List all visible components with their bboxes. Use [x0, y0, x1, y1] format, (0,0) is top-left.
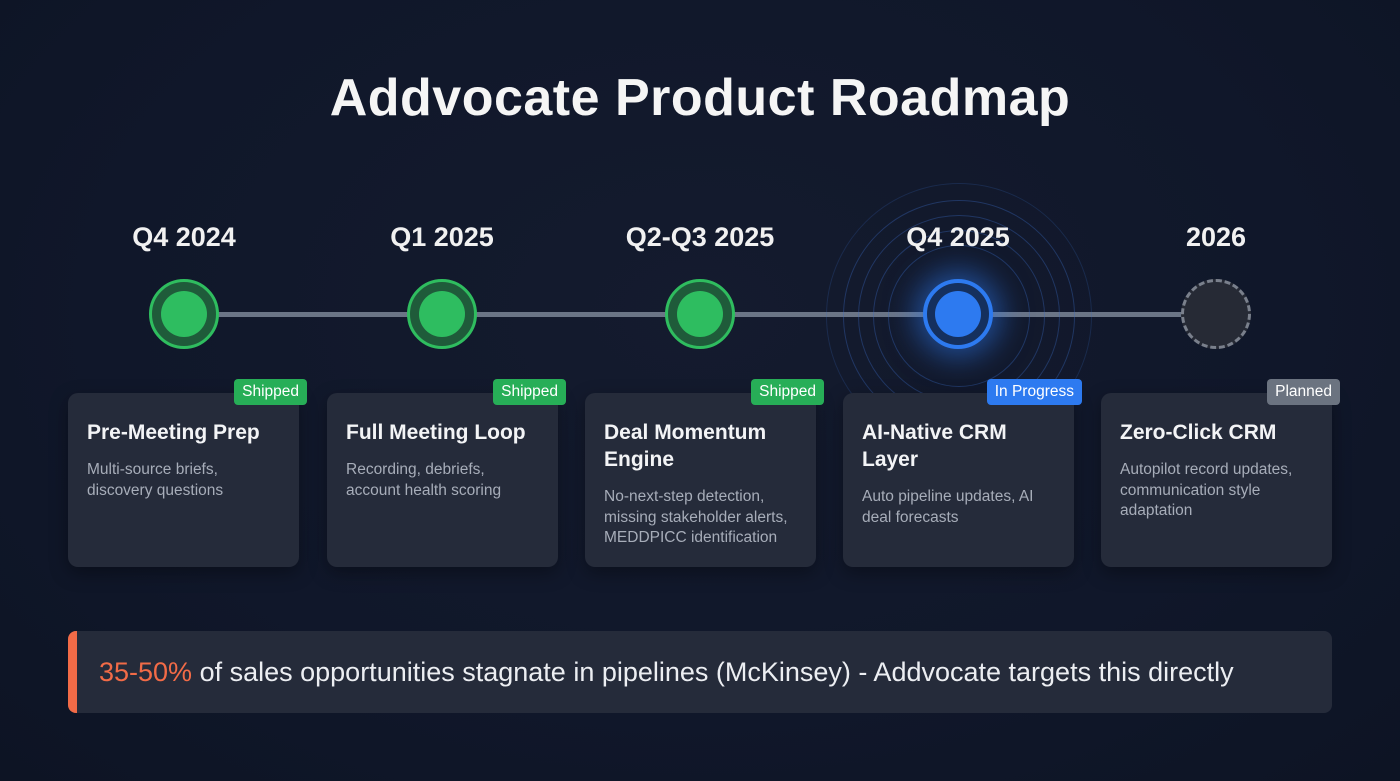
status-badge: Shipped — [493, 379, 566, 405]
milestone-description: Autopilot record updates, communication … — [1120, 461, 1293, 519]
period-label: Q4 2024 — [132, 222, 236, 252]
check-dot-icon — [677, 291, 723, 337]
milestone-card[interactable]: Shipped Deal Momentum Engine No-next-ste… — [585, 379, 824, 567]
check-dot-icon — [419, 291, 465, 337]
milestone-node-shipped[interactable] — [407, 279, 477, 349]
milestone-title: Zero-Click CRM — [1120, 421, 1277, 444]
period-label: Q1 2025 — [390, 222, 494, 252]
milestone-node-in-progress[interactable] — [923, 279, 993, 349]
stat-body: of sales opportunities stagnate in pipel… — [192, 656, 1234, 687]
status-badge: Shipped — [751, 379, 824, 405]
milestone-title: Full Meeting Loop — [346, 421, 526, 444]
check-dot-icon — [161, 291, 207, 337]
milestone-card[interactable]: Planned Zero-Click CRM Autopilot record … — [1101, 379, 1340, 567]
active-dot-icon — [935, 291, 981, 337]
milestone-description: Multi-source briefs, discovery questions — [87, 461, 224, 499]
milestone-description: Auto pipeline updates, AI deal forecasts — [862, 488, 1034, 526]
period-label: Q2-Q3 2025 — [625, 222, 775, 252]
milestone-title: AI-Native CRM Layer — [862, 421, 1007, 471]
stat-highlight: 35-50% — [99, 656, 193, 687]
milestone-card[interactable]: Shipped Pre-Meeting Prep Multi-source br… — [68, 379, 307, 567]
milestone-node-planned[interactable] — [1181, 279, 1251, 349]
status-badge: Planned — [1267, 379, 1340, 405]
page-title: Addvocate Product Roadmap — [329, 69, 1071, 127]
milestone-card[interactable]: In Progress AI-Native CRM Layer Auto pip… — [843, 379, 1082, 567]
status-badge: In Progress — [986, 379, 1082, 405]
stat-text: 35-50% of sales opportunities stagnate i… — [99, 657, 1234, 688]
milestone-title: Deal Momentum Engine — [604, 421, 767, 471]
milestone-card[interactable]: Shipped Full Meeting Loop Recording, deb… — [327, 379, 566, 567]
period-label: 2026 — [1185, 222, 1247, 252]
status-badge: Shipped — [234, 379, 307, 405]
stat-callout: 35-50% of sales opportunities stagnate i… — [68, 631, 1332, 713]
milestone-title: Pre-Meeting Prep — [87, 421, 260, 444]
milestone-description: Recording, debriefs, account health scor… — [346, 461, 502, 499]
period-label: Q4 2025 — [906, 222, 1010, 252]
milestone-node-shipped[interactable] — [149, 279, 219, 349]
milestone-node-shipped[interactable] — [665, 279, 735, 349]
milestone-description: No-next-step detection, missing stakehol… — [604, 488, 788, 546]
accent-bar — [68, 631, 77, 713]
